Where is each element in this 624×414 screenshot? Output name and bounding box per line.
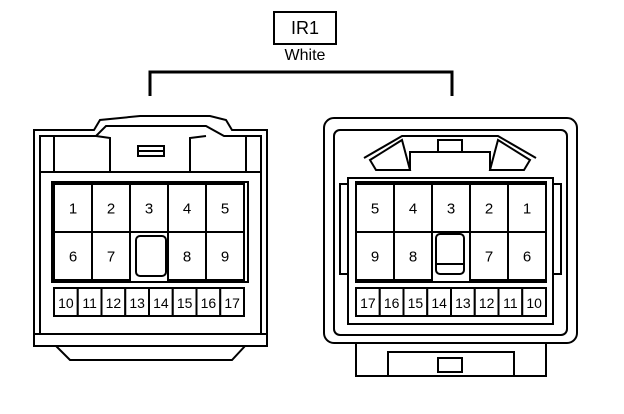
left-pin-number: 17 [224, 295, 240, 311]
right-pin-number: 14 [431, 295, 447, 311]
left-pin-number: 5 [221, 201, 229, 218]
right-pin-number: 1 [523, 201, 531, 218]
left-pin-number: 7 [107, 249, 115, 266]
left-pin-number: 2 [107, 201, 115, 218]
right-pin-number: 11 [503, 295, 518, 311]
left-pin-number: 3 [145, 201, 153, 218]
right-pin-cell [355, 231, 395, 281]
right-pin-number: 3 [447, 201, 455, 218]
left-pin-number: 11 [82, 295, 97, 311]
right-pin-number: 10 [526, 295, 542, 311]
left-pin-number: 15 [177, 295, 193, 311]
left-pin-number: 16 [201, 295, 217, 311]
left-pin-cell [129, 183, 169, 233]
right-latch-frame [409, 151, 491, 170]
left-base [53, 345, 248, 361]
left-terminal-area [51, 181, 249, 283]
right-lock-tab [437, 357, 463, 373]
right-hood [363, 135, 537, 159]
right-pin-number: 5 [371, 201, 379, 218]
right-housing-outline [323, 117, 578, 344]
left-pin-cell [53, 183, 93, 233]
right-housing-inner [333, 129, 568, 336]
left-pin-number: 8 [183, 249, 191, 266]
right-cavity-block [347, 177, 554, 325]
right-side-rib-right [552, 183, 562, 275]
connector-code: IR1 [290, 17, 319, 38]
left-pin-number: 10 [58, 295, 74, 311]
right-pin-cell [507, 231, 547, 281]
right-pin-cell [431, 183, 471, 233]
right-pin-number: 8 [409, 249, 417, 266]
right-pin-number: 13 [455, 295, 471, 311]
right-pin-cell [469, 183, 509, 233]
left-pin-number: 13 [129, 295, 145, 311]
left-pin-number: 9 [221, 249, 229, 266]
right-pin-cell [393, 231, 433, 281]
left-keyway [135, 235, 167, 277]
left-connector [33, 115, 268, 361]
left-pin-number: 4 [183, 201, 191, 218]
right-guide-right [488, 138, 532, 171]
right-key [435, 233, 465, 275]
right-pin-number: 7 [485, 249, 493, 266]
left-housing-inner-top [39, 125, 262, 172]
connector-code-label: IR1 [273, 11, 337, 45]
connector-color: White [284, 47, 326, 64]
left-pin-cell [219, 287, 245, 317]
right-pin-number: 12 [479, 295, 495, 311]
left-slot-wall [189, 135, 207, 172]
left-pin-number: 6 [69, 249, 77, 266]
right-pin-number: 9 [371, 249, 379, 266]
pairing-bracket [148, 70, 454, 96]
left-flange [33, 333, 268, 347]
right-side-rib-left [339, 183, 349, 275]
right-pin-number: 2 [485, 201, 493, 218]
left-pin-number: 12 [106, 295, 122, 311]
left-pin-cell [167, 183, 207, 233]
left-pin-number: 14 [153, 295, 169, 311]
left-pin-cell [91, 231, 131, 281]
right-pin-number: 15 [408, 295, 424, 311]
left-slot-wall [95, 135, 111, 172]
right-guide-left [368, 138, 412, 171]
left-pin-cell [205, 231, 245, 281]
right-lock-base [387, 351, 515, 377]
left-pin-cell [167, 231, 207, 281]
right-pin-number: 17 [360, 295, 376, 311]
right-pin-number: 4 [409, 201, 417, 218]
right-pin-number: 16 [384, 295, 400, 311]
right-pin-number: 6 [523, 249, 531, 266]
right-pin-cell [521, 287, 547, 317]
right-latch [437, 139, 463, 153]
right-pin-cell [469, 231, 509, 281]
left-pin-number: 1 [69, 201, 77, 218]
